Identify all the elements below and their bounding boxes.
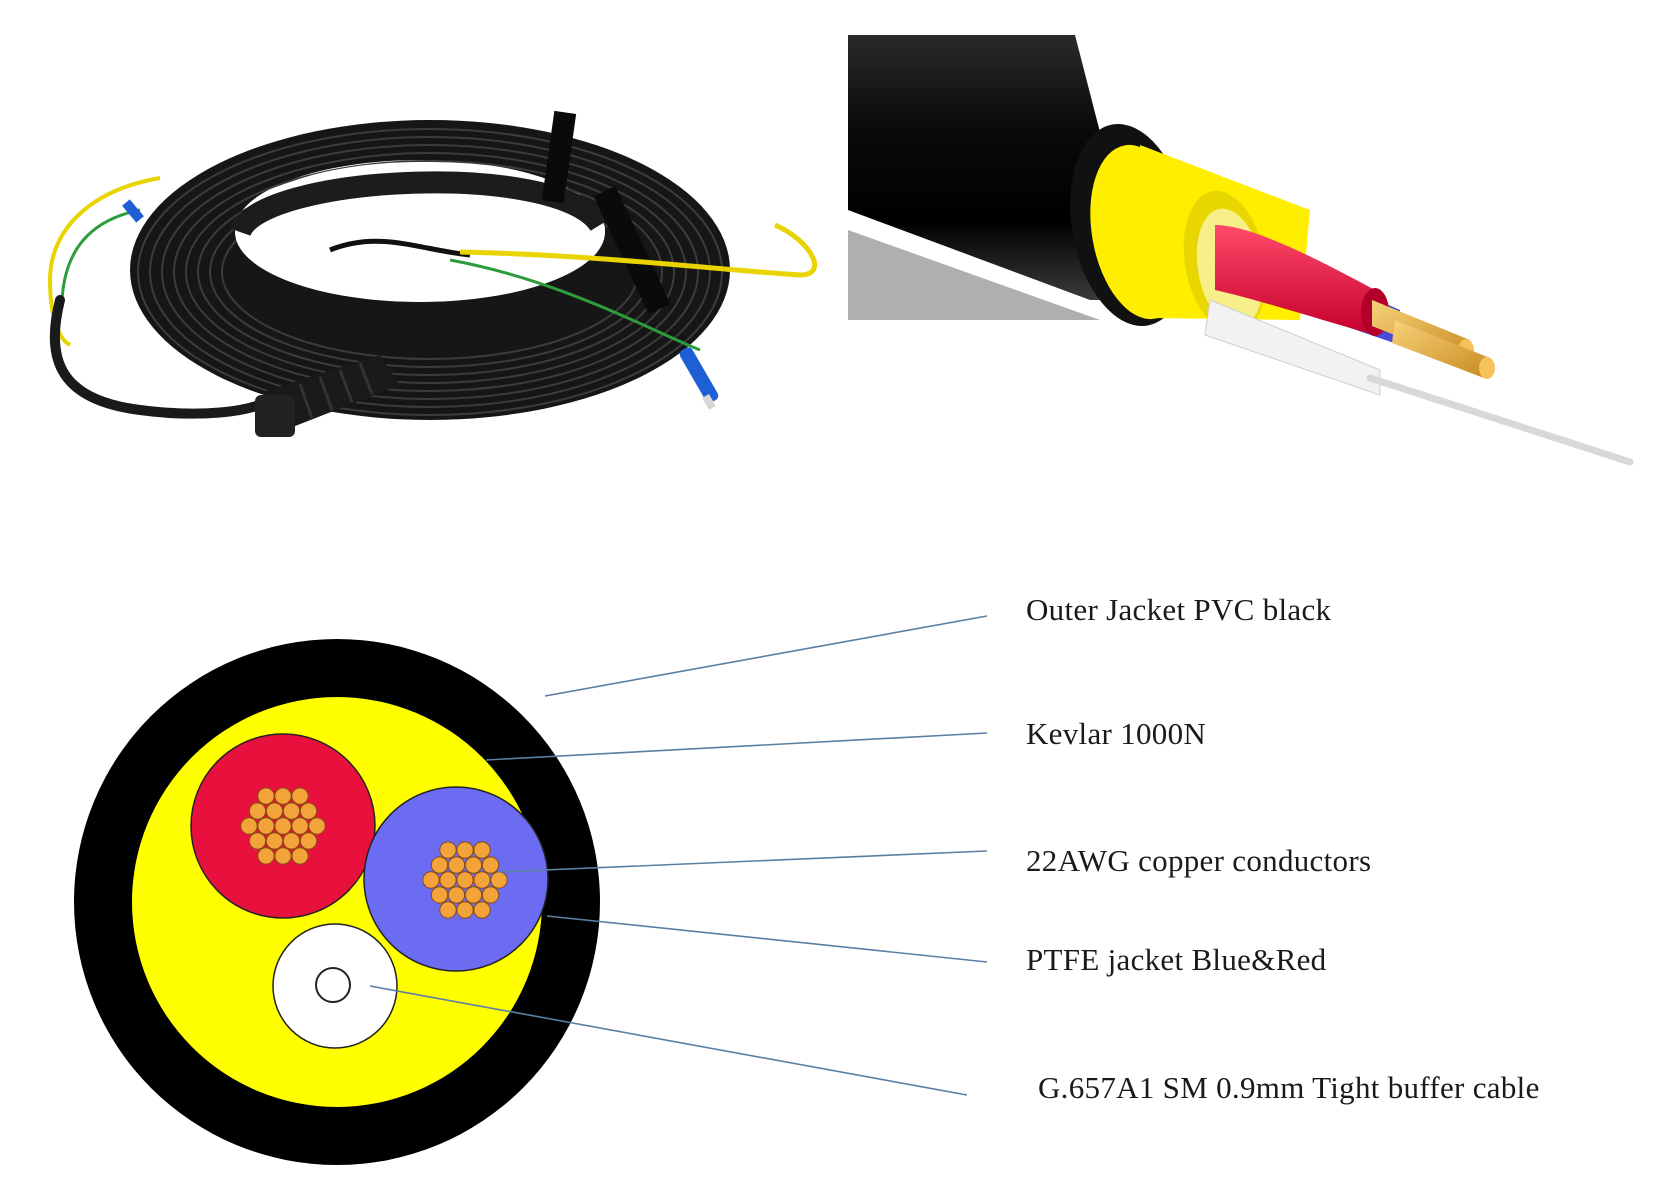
copper-strand bbox=[308, 817, 326, 835]
blue-connector bbox=[679, 347, 719, 403]
copper-strand bbox=[464, 886, 483, 904]
copper-strand bbox=[282, 802, 301, 820]
copper-strand bbox=[248, 802, 267, 820]
copper-strand bbox=[447, 856, 466, 874]
copper-strand bbox=[257, 787, 275, 805]
copper-strand bbox=[430, 886, 449, 904]
red-copper-strands bbox=[240, 787, 326, 865]
copper-strand bbox=[291, 817, 309, 835]
copper-strand bbox=[257, 847, 275, 865]
leader-lines bbox=[369, 615, 988, 1096]
cross-section bbox=[74, 639, 600, 1165]
copper-strand bbox=[464, 856, 483, 874]
copper-strand bbox=[240, 817, 258, 835]
copper-strand bbox=[439, 901, 457, 919]
copper-strand bbox=[291, 847, 309, 865]
copper-strand bbox=[274, 787, 292, 805]
copper-strand bbox=[248, 832, 267, 850]
copper-strand bbox=[430, 856, 449, 874]
copper-strand bbox=[299, 802, 318, 820]
copper-strand bbox=[265, 832, 284, 850]
strap-top bbox=[541, 110, 577, 204]
leader-ptfe bbox=[546, 915, 988, 963]
copper-strand bbox=[291, 787, 309, 805]
copper-strand bbox=[282, 832, 301, 850]
black-tail-left bbox=[49, 295, 275, 419]
label-kevlar: Kevlar 1000N bbox=[1026, 716, 1207, 751]
leader-kevlar bbox=[485, 732, 988, 761]
blue-copper-strands bbox=[422, 841, 508, 919]
label-conductors: 22AWG copper conductors bbox=[1026, 843, 1372, 878]
yellow-fiber-right bbox=[459, 222, 818, 278]
green-wire-left bbox=[60, 208, 141, 301]
copper-strand bbox=[473, 901, 491, 919]
leader-conductors bbox=[497, 850, 988, 873]
copper-strand bbox=[299, 832, 318, 850]
label-fiber: G.657A1 SM 0.9mm Tight buffer cable bbox=[1038, 1070, 1540, 1105]
green-wire-right bbox=[449, 258, 701, 352]
copper-strand bbox=[257, 817, 275, 835]
copper-strand bbox=[274, 847, 292, 865]
outer-jacket-3d bbox=[848, 35, 1120, 300]
cable-cutaway-image bbox=[848, 35, 1671, 560]
fiber-core bbox=[315, 967, 351, 1003]
copper-strand bbox=[439, 841, 457, 859]
copper-strand bbox=[422, 871, 440, 889]
red-jacket-3d bbox=[1215, 225, 1375, 335]
copper-strand bbox=[439, 871, 457, 889]
label-ptfe: PTFE jacket Blue&Red bbox=[1026, 942, 1327, 977]
strap-right bbox=[593, 186, 671, 314]
coiled-cable-image bbox=[47, 110, 818, 437]
copper-strand bbox=[456, 871, 474, 889]
copper-strand bbox=[274, 817, 292, 835]
copper-strand bbox=[473, 841, 491, 859]
copper-strand bbox=[265, 802, 284, 820]
copper-strand bbox=[481, 886, 500, 904]
leader-fiber bbox=[369, 985, 968, 1096]
leader-outer-jacket bbox=[544, 615, 988, 697]
copper-strand bbox=[456, 841, 474, 859]
copper-strand bbox=[447, 886, 466, 904]
copper-strand bbox=[456, 901, 474, 919]
copper-strand bbox=[490, 871, 508, 889]
copper-strand bbox=[473, 871, 491, 889]
copper-strand bbox=[481, 856, 500, 874]
label-outer-jacket: Outer Jacket PVC black bbox=[1026, 592, 1332, 627]
